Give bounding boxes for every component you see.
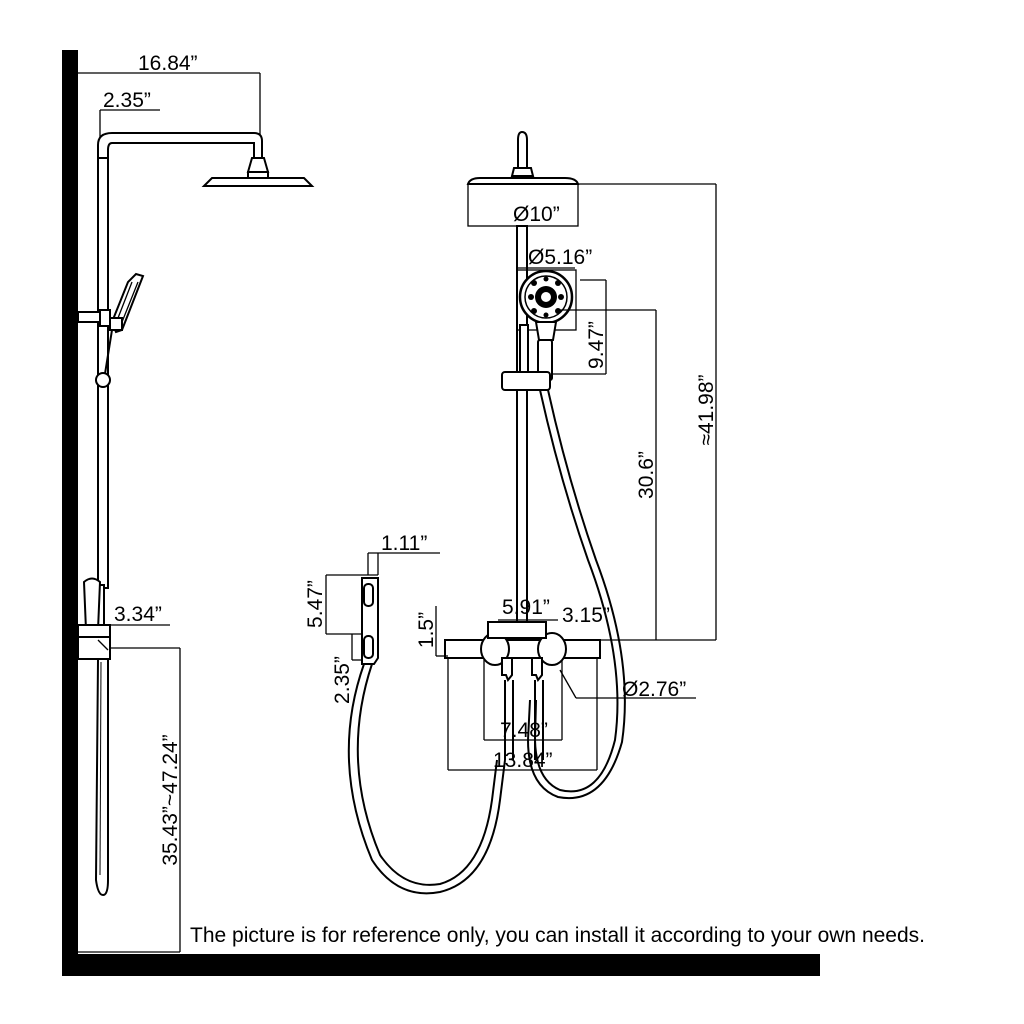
dim-outlet-depth: 1.11” [381, 532, 427, 555]
dim-valve-width: 13.84” [493, 749, 553, 772]
dim-knob-diameter: Ø2.76” [622, 678, 686, 701]
outlet-hose [347, 663, 506, 895]
dim-head-diameter: Ø10” [513, 203, 560, 226]
dim-head-arm-length: 16.84” [138, 52, 198, 75]
dim-handheld-length: 9.47” [585, 321, 608, 369]
front-view [435, 130, 717, 800]
dim-outlet-lower: 2.35” [331, 656, 354, 704]
dim-valve-side: 3.15” [562, 604, 610, 627]
wall [62, 50, 78, 976]
dim-inlet-spacing: 7.48” [500, 719, 548, 742]
rain-head-side [201, 177, 315, 187]
dim-total-height: ≈41.98” [695, 374, 718, 445]
slide-holder [501, 371, 551, 391]
dim-handheld-diameter: Ø5.16” [528, 246, 592, 269]
dim-valve-center: 5.91” [502, 596, 550, 619]
floor [62, 954, 820, 976]
right-knob [537, 632, 567, 666]
shower-arm [97, 132, 263, 161]
reference-note: The picture is for reference only, you c… [190, 924, 925, 947]
front-hose [526, 389, 626, 800]
dim-rail-height: 30.6” [635, 451, 658, 499]
dim-mount-height-range: 35.43”~47.24” [159, 734, 182, 865]
side-view [77, 72, 315, 953]
slider-knob [95, 372, 111, 388]
rain-head-front [466, 177, 580, 185]
dim-valve-projection: 3.34” [114, 603, 162, 626]
dim-valve-height: 1.5” [415, 612, 438, 648]
valve-body [444, 639, 601, 659]
dim-outlet-height: 5.47” [304, 580, 327, 628]
hose-side [94, 659, 109, 897]
outlet-detail [325, 552, 506, 895]
dim-rail-offset: 2.35” [103, 89, 151, 112]
